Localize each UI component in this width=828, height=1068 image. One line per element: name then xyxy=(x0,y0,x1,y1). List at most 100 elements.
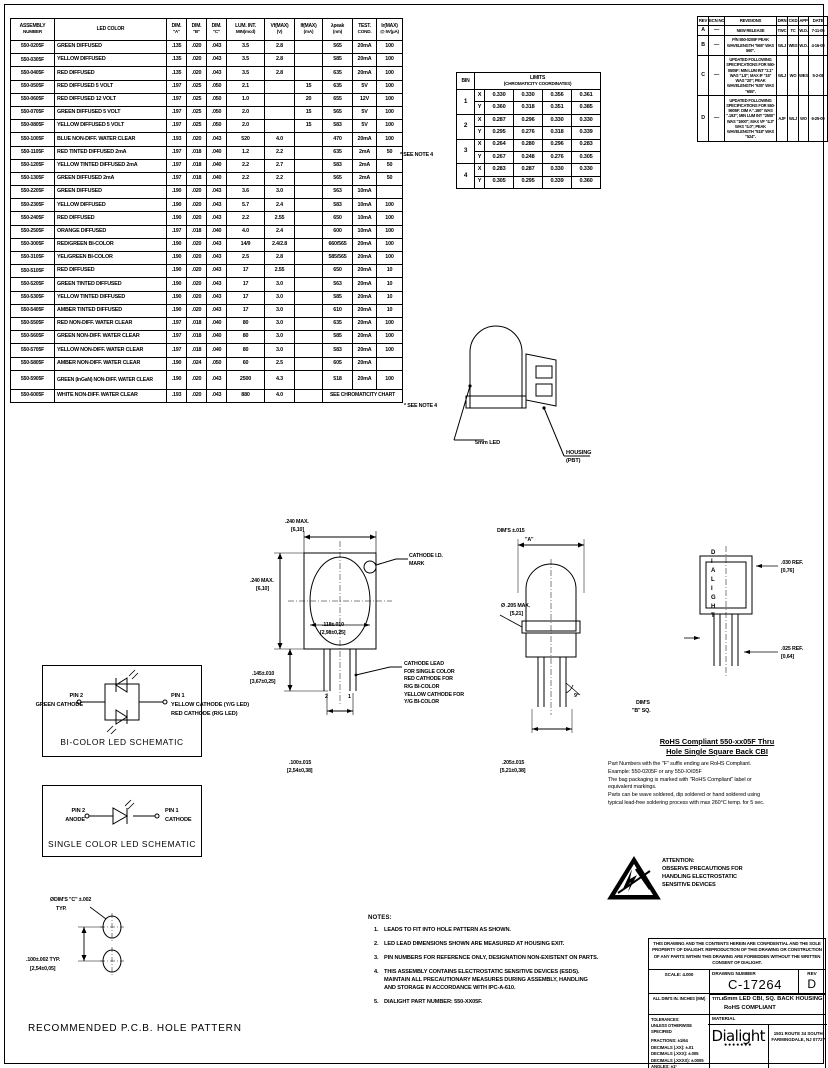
led-color: WHITE NON-DIFF. WATER CLEAR xyxy=(54,388,167,403)
spec-cell-8: 585 xyxy=(322,330,353,345)
spec-cell-7 xyxy=(294,66,323,81)
spec-cell-4: .043 xyxy=(206,388,227,403)
revision-row: D—UPDATED FOLLOWING SPECIFICATIONS FOR 5… xyxy=(697,95,828,143)
spec-cell-8: 635 xyxy=(322,66,353,81)
chroma-x-2-2: 0.330 xyxy=(542,113,572,128)
spec-cell-2: .190 xyxy=(166,369,187,390)
scale-label: SCALE: xyxy=(664,971,682,977)
spec-cell-10: 50 xyxy=(376,171,403,187)
spec-col-header-7: If(MAX)(mA) xyxy=(294,18,323,41)
spec-cell-4: .040 xyxy=(206,316,227,332)
single-pin1-l1: PIN 1 xyxy=(165,808,179,814)
title-block: THIS DRAWING AND THE CONTENTS HEREIN ARE… xyxy=(648,938,827,1068)
rev-date: 7-11-05 xyxy=(808,25,828,36)
spec-cell-3: .020 xyxy=(186,66,207,81)
address-line-1: 1501 ROUTE 34 SOUTH xyxy=(773,1030,823,1036)
led-color: RED DIFFUSED xyxy=(54,264,167,279)
spec-cell-5: 14/9 xyxy=(226,237,265,253)
chroma-limits-header: LIMITS (CHROMATICITY COORDINATES) xyxy=(473,72,602,90)
spec-cell-9: 10mA xyxy=(352,211,377,226)
pcb-pitch-l2: [2,54±0,05] xyxy=(30,966,56,972)
spec-cell-5: 1.2 xyxy=(226,145,265,160)
chroma-x-4-1: 0.287 xyxy=(513,163,543,177)
rev-drn: WLJ xyxy=(776,54,788,97)
spec-cell-5: 5.7 xyxy=(226,198,265,213)
led-color: GREEN DIFFUSED 2mA xyxy=(54,171,167,187)
spec-cell-6: 2.2 xyxy=(264,145,295,160)
rev-drn: TWC xyxy=(776,25,788,36)
spec-cell-3: .025 xyxy=(186,92,207,107)
spec-cell-9: 12V xyxy=(352,92,377,107)
limits-line1: LIMITS xyxy=(529,75,546,81)
chroma-x-label: X xyxy=(474,113,485,128)
spec-cell-8: 565 xyxy=(322,39,353,55)
title-line-1: 5mm LED CBI, SQ. BACK HOUSING xyxy=(724,996,823,1002)
spec-cell-4: .043 xyxy=(206,185,227,200)
spec-cell-9: 2mA xyxy=(352,145,377,160)
spec-cell-3: .018 xyxy=(186,343,207,358)
drawing-number-value: C-17264 xyxy=(727,976,783,992)
led-color: GREEN DIFFUSED 5 VOLT xyxy=(54,105,167,121)
spec-cell-4: .043 xyxy=(206,250,227,266)
single-schematic-title: SINGLE COLOR LED SCHEMATIC xyxy=(47,839,197,849)
assembly-number: 550-1105F xyxy=(10,145,55,160)
spec-cell-6: 4.0 xyxy=(264,132,295,147)
single-schematic-drawing xyxy=(84,799,160,825)
spec-cell-6: 2.4/2.8 xyxy=(264,237,295,253)
chroma-x-label: X xyxy=(474,138,485,152)
spec-cell-9: 20mA xyxy=(352,330,377,345)
rev-col-header-1: ECN NO xyxy=(708,16,725,26)
spec-cell-6: 4.0 xyxy=(264,388,295,403)
spec-cell-2: .190 xyxy=(166,277,187,292)
rohs-title-line1: RoHS Compliant 550-xx05F Thru xyxy=(659,737,775,746)
chroma-y-label: Y xyxy=(474,101,485,115)
spec-cell-4: .040 xyxy=(206,330,227,345)
spec-cell-9: 20mA xyxy=(352,343,377,358)
rev-drn: WLJ xyxy=(776,34,788,56)
spec-cell-10: 100 xyxy=(376,92,403,107)
side-dim-b-l2: [5,21±0,38] xyxy=(500,768,526,774)
spec-cell-9: 2mA xyxy=(352,158,377,173)
spec-cell-7: 15 xyxy=(294,105,323,121)
led-color: GREEN (InGaN) NON-DIFF. WATER CLEAR xyxy=(54,369,167,390)
spec-cell-3: .025 xyxy=(186,119,207,134)
note-number: 1. xyxy=(374,927,379,933)
chroma-x-1-2: 0.356 xyxy=(542,88,572,103)
spec-cell-6: 2.2 xyxy=(264,171,295,187)
front-pin-1: 1 xyxy=(348,694,351,700)
assembly-number: 550-5805F xyxy=(10,356,55,371)
spec-cell-8: 635 xyxy=(322,79,353,94)
chroma-x-4-2: 0.330 xyxy=(542,163,572,177)
back-dim-sq-l2: "B" SQ. xyxy=(632,708,651,714)
cathode-note-line-4: R/G BI-COLOR xyxy=(404,684,440,691)
led-color: GREEN NON-DIFF. WATER CLEAR xyxy=(54,330,167,345)
spec-cell-3: .020 xyxy=(186,39,207,55)
tolerance-head-2: UNLESS OTHERWISE SPECIFIED xyxy=(651,1023,692,1035)
led-color: RED DIFFUSED xyxy=(54,211,167,226)
front-dim-top-l2: [6,10] xyxy=(291,527,304,533)
spec-cell-5: 3.5 xyxy=(226,53,265,68)
spec-cell-5: 2500 xyxy=(226,369,265,390)
led-color: YELLOW DIFFUSED 5 VOLT xyxy=(54,119,167,134)
note-line-1: THIS ASSEMBLY CONTAINS ELECTROSTATIC SEN… xyxy=(384,968,580,975)
front-dim-leadh-l2: [3,67±0,25] xyxy=(250,679,276,685)
spec-cell-3: .020 xyxy=(186,277,207,292)
spec-cell-6: 3.0 xyxy=(264,185,295,200)
cathode-id-label-2: MARK xyxy=(409,561,425,567)
spec-cell-5: 17 xyxy=(226,264,265,279)
rohs-compliance-block: RoHS Compliant 550-xx05F Thru Hole Singl… xyxy=(608,737,826,808)
side-view-drawing xyxy=(499,539,585,733)
rev-ckd: WES xyxy=(787,34,799,56)
spec-cell-9: 20mA xyxy=(352,66,377,81)
spec-cell-6: 3.0 xyxy=(264,277,295,292)
spec-cell-6: 2.55 xyxy=(264,211,295,226)
